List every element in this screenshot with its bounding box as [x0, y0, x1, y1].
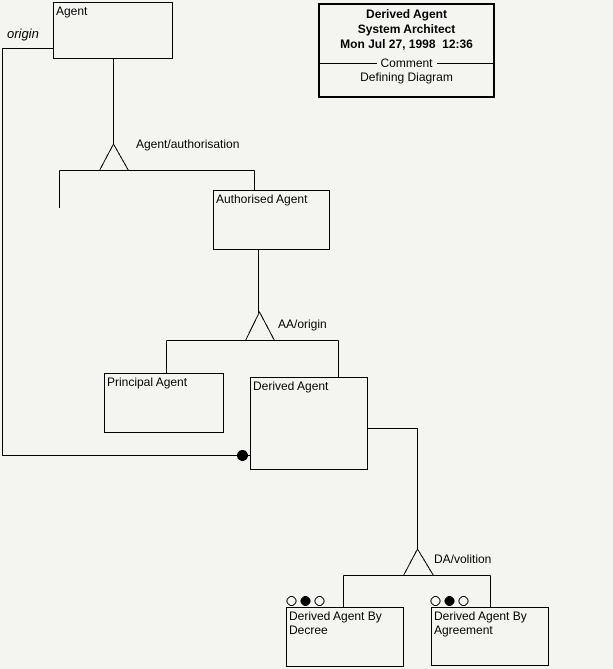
- edge-derived-to-da-volition-triangle: [368, 428, 418, 550]
- node-derived-agent[interactable]: Derived Agent: [250, 377, 368, 470]
- edge-origin-relation: [2, 48, 250, 456]
- agreement-circle-filled: [444, 596, 455, 606]
- edge-label-da-volition: DA/volition: [434, 552, 492, 566]
- title-block-comment-text: Defining Diagram: [360, 70, 453, 84]
- title-block-diagram-name: Derived Agent: [366, 7, 447, 21]
- edge-label-agent-authorisation: Agent/authorisation: [136, 137, 240, 151]
- title-block-timestamp: Mon Jul 27, 1998 12:36: [340, 37, 473, 51]
- triangle-aa-origin: [244, 310, 276, 341]
- node-principal-agent[interactable]: Principal Agent: [104, 373, 224, 433]
- edge-label-aa-origin: AA/origin: [278, 317, 327, 331]
- node-agent[interactable]: Agent: [53, 2, 173, 59]
- title-block-app-name: System Architect: [357, 22, 456, 36]
- decree-circle-open-1: [286, 596, 297, 606]
- origin-junction-dot: [237, 450, 248, 461]
- divider-rule-right: [436, 62, 494, 64]
- agreement-circle-open-1: [430, 596, 441, 606]
- title-block: Derived Agent System Architect Mon Jul 2…: [318, 3, 495, 98]
- title-block-comment-label: Comment: [380, 56, 433, 70]
- decree-circle-filled: [300, 596, 311, 606]
- title-block-comment-divider: Comment: [320, 56, 494, 70]
- agreement-circle-open-2: [458, 596, 469, 606]
- triangle-agent-authorisation: [98, 142, 130, 171]
- node-derived-agent-by-agreement[interactable]: Derived Agent By Agreement: [431, 607, 549, 666]
- decree-circle-open-2: [314, 596, 325, 606]
- triangle-da-volition: [402, 547, 435, 576]
- divider-rule-left: [320, 62, 377, 64]
- node-authorised-agent[interactable]: Authorised Agent: [213, 190, 330, 250]
- node-derived-agent-by-decree[interactable]: Derived Agent By Decree: [286, 607, 404, 667]
- edge-label-origin: origin: [7, 26, 39, 41]
